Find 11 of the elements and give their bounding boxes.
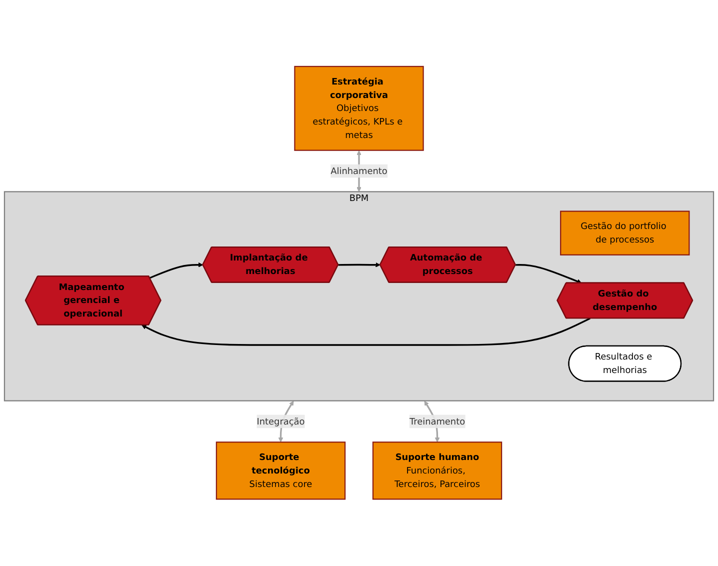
node-box: Suporte tecnológico Sistemas core [216,442,346,500]
node-box: Suporte humano Funcionários, Terceiros, Parceiros [372,442,502,500]
edge-label: Alinhamento [330,166,388,176]
arrow [142,318,591,346]
node-box: Estratégia corporativa Objetivos estratégicos, KPLs e metas [294,66,424,152]
arrow [338,262,380,268]
arrow [149,262,204,279]
edge-label: Integração [256,416,305,427]
node-box: Gestão do portfolio de processos [560,210,690,256]
arrow [516,264,582,284]
edge-label: Treinamento [409,416,466,427]
